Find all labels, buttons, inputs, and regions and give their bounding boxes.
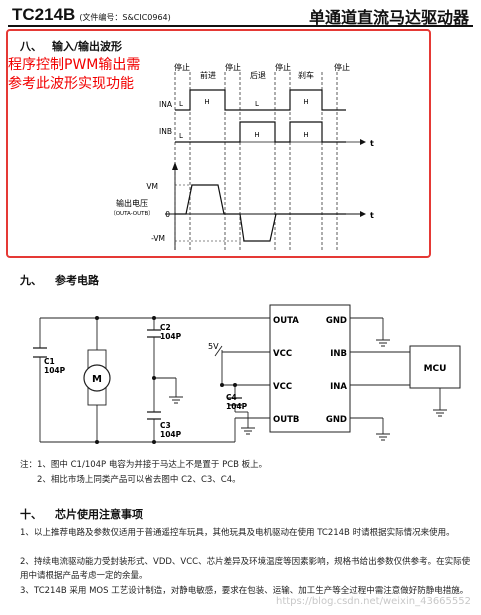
vm-label: VM bbox=[146, 182, 158, 191]
c2-value: 104P bbox=[160, 332, 182, 341]
ina-level: H bbox=[204, 98, 209, 106]
notice-number: 2、 bbox=[20, 557, 34, 567]
pin-vcc: VCC bbox=[273, 349, 292, 359]
output-label: 输出电压 bbox=[116, 198, 148, 208]
document-title: 单通道直流马达驱动器 bbox=[308, 8, 469, 27]
driver-chip bbox=[269, 304, 351, 433]
note-2: 2、相比市场上同类产品可以省去图中 C2、C3、C4。 bbox=[37, 475, 241, 485]
phase-label: 后退 bbox=[250, 70, 266, 80]
time-label: t bbox=[370, 211, 374, 220]
inb-level: H bbox=[254, 131, 259, 139]
pin-gnd: GND bbox=[326, 316, 347, 326]
notice-number: 3、 bbox=[20, 586, 34, 596]
note-1: 注：1、图中 C1/104P 电容为并接于马达上不是置于 PCB 板上。 bbox=[20, 460, 268, 470]
pin-vcc: VCC bbox=[273, 382, 292, 392]
supply-label: 5V bbox=[208, 342, 219, 351]
ina-level: H bbox=[303, 98, 308, 106]
output-waveform bbox=[175, 184, 346, 242]
c3-label: C3 bbox=[160, 421, 171, 430]
pin-inb: INB bbox=[330, 349, 347, 359]
c4-value: 104P bbox=[226, 402, 248, 411]
annotation-line-1: 程序控制PWM输出需 bbox=[8, 57, 141, 73]
annotation-line-2: 参考此波形实现功能 bbox=[8, 76, 134, 92]
page-header: TC214B(文件编号：S&CIC0964) 单通道直流马达驱动器 bbox=[0, 0, 481, 28]
c1-value: 104P bbox=[44, 366, 66, 375]
ina-label: INA bbox=[159, 100, 173, 109]
inb-level: H bbox=[303, 131, 308, 139]
arrow-icon bbox=[172, 162, 178, 170]
zero-label: 0 bbox=[165, 210, 170, 219]
ina-level: L bbox=[255, 100, 259, 108]
phase-label: 停止 bbox=[334, 62, 350, 72]
capacitor-plates bbox=[33, 329, 242, 420]
inb-level: L bbox=[179, 132, 183, 140]
c3-value: 104P bbox=[160, 430, 182, 439]
watermark: https://blog.csdn.net/weixin_43665552 bbox=[275, 596, 471, 607]
c1-label: C1 bbox=[44, 357, 55, 366]
notice-text: 以上推荐电路及参数仅适用于普通遥控车玩具，其他玩具及电机驱动在使用 TC214B… bbox=[34, 528, 455, 538]
notice-item-3: 3、TC214B 采用 MOS 工艺设计制造，对静电敏感，要求在包装、运输、加工… bbox=[20, 584, 472, 598]
output-sublabel: （OUTA-OUTB） bbox=[110, 210, 154, 217]
arrow-icon bbox=[360, 211, 366, 217]
section8-number: 八、 bbox=[20, 40, 42, 53]
mcu-label: MCU bbox=[424, 364, 447, 374]
inb-label: INB bbox=[159, 127, 172, 136]
section10-title: 芯片使用注意事项 bbox=[55, 508, 143, 521]
notice-text: 持续电流驱动能力受封装形式、VDD、VCC、芯片差异及环境温度等因素影响，规格书… bbox=[20, 557, 471, 581]
ina-waveform bbox=[175, 89, 346, 111]
mcu-block bbox=[409, 345, 461, 389]
notice-text: TC214B 采用 MOS 工艺设计制造，对静电敏感，要求在包装、运输、加工生产… bbox=[34, 586, 469, 596]
phase-label: 停止 bbox=[225, 62, 241, 72]
junction-dots bbox=[95, 316, 237, 444]
supply-lead bbox=[214, 345, 223, 357]
phase-label: 停止 bbox=[174, 62, 190, 72]
c4-label: C4 bbox=[226, 393, 237, 402]
section9-title: 参考电路 bbox=[55, 274, 99, 287]
section10-number: 十、 bbox=[20, 508, 42, 521]
pin-ina: INA bbox=[330, 382, 347, 392]
model-number: TC214B bbox=[12, 5, 76, 24]
time-label: t bbox=[370, 139, 374, 148]
section9-number: 九、 bbox=[20, 274, 42, 287]
phase-label: 刹车 bbox=[298, 70, 314, 80]
pin-outa: OUTA bbox=[273, 316, 299, 326]
section8-title: 输入/输出波形 bbox=[52, 40, 123, 53]
phase-label: 停止 bbox=[275, 62, 291, 72]
c2-label: C2 bbox=[160, 323, 171, 332]
notice-number: 1、 bbox=[20, 528, 34, 538]
motor-icon bbox=[83, 364, 111, 392]
header-rule bbox=[8, 25, 473, 27]
pin-gnd: GND bbox=[326, 415, 347, 425]
motor-label: M bbox=[92, 374, 102, 385]
ground-icon bbox=[169, 339, 447, 441]
header-left: TC214B(文件编号：S&CIC0964) bbox=[12, 5, 171, 25]
neg-vm-label: -VM bbox=[151, 234, 165, 243]
doc-number: (文件编号：S&CIC0964) bbox=[79, 13, 171, 22]
phase-label: 前进 bbox=[200, 70, 216, 80]
ina-level: L bbox=[179, 100, 183, 108]
notice-item-2: 2、持续电流驱动能力受封装形式、VDD、VCC、芯片差异及环境温度等因素影响，规… bbox=[20, 555, 472, 583]
pin-outb: OUTB bbox=[273, 415, 299, 425]
highlight-box bbox=[6, 29, 431, 258]
notice-item-1: 1、以上推荐电路及参数仅适用于普通遥控车玩具，其他玩具及电机驱动在使用 TC21… bbox=[20, 526, 472, 540]
arrow-icon bbox=[360, 139, 366, 145]
